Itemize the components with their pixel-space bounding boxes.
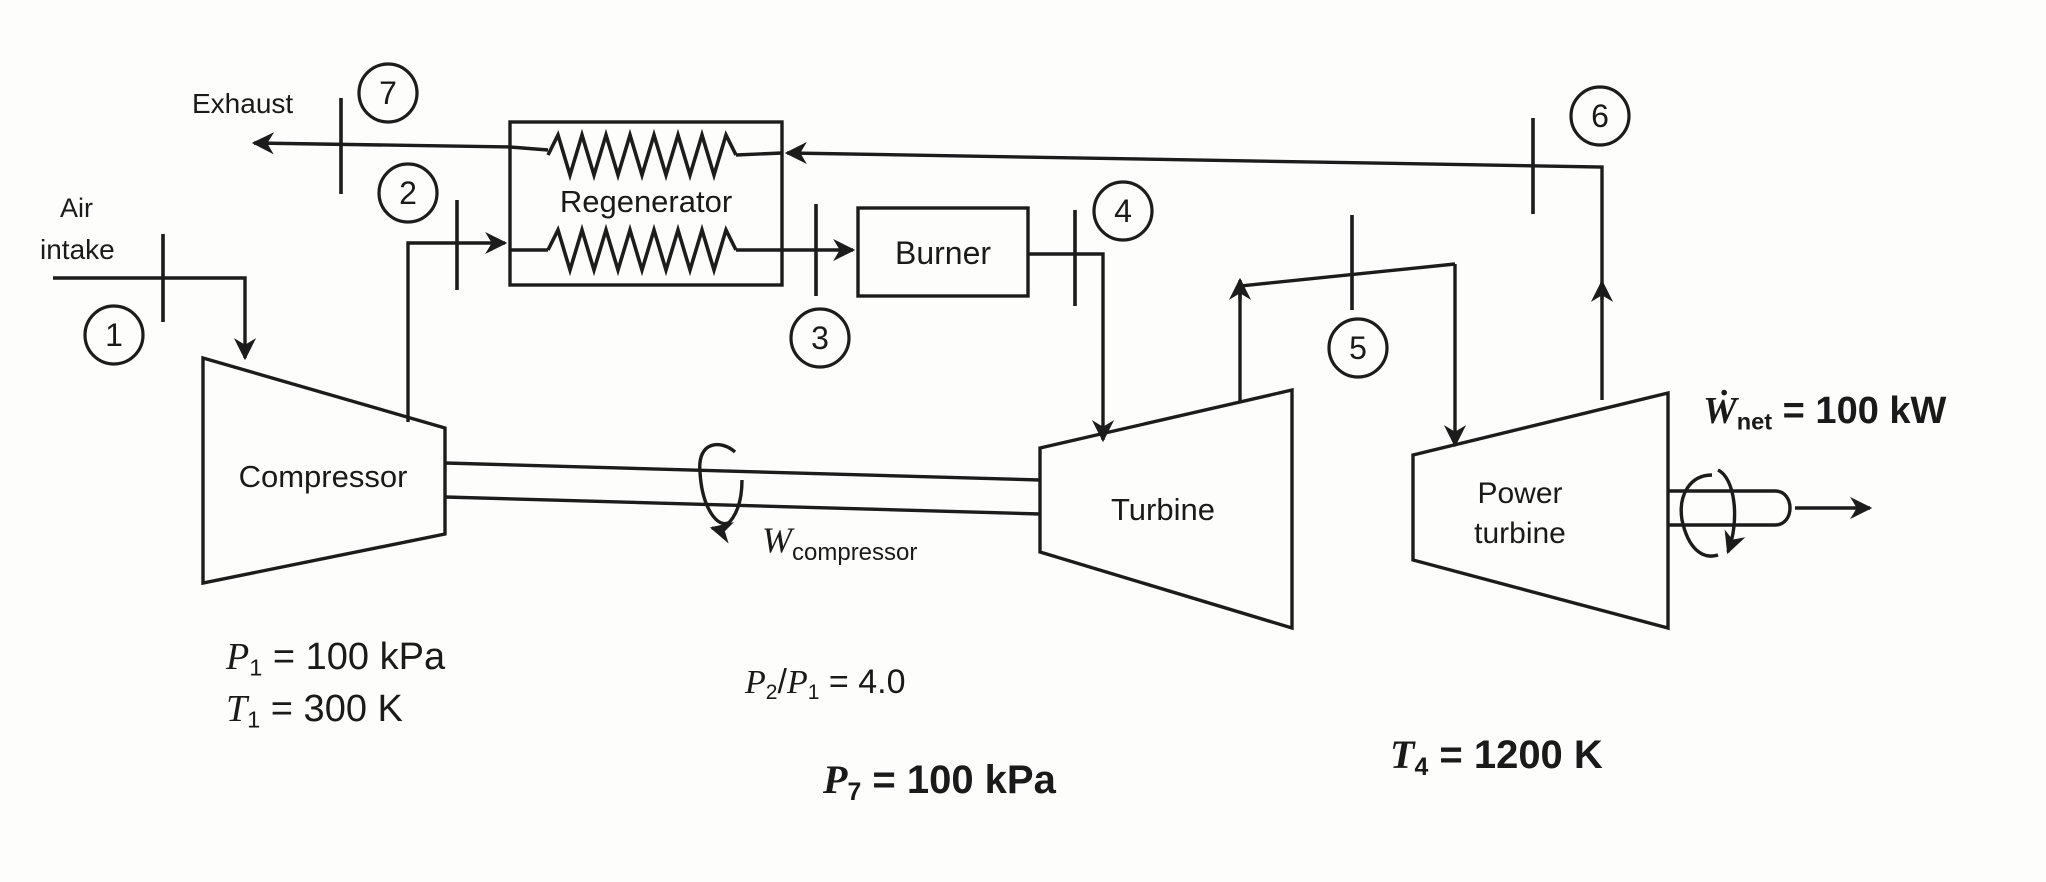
inlet-temperature-condition: T1 = 300 K (226, 688, 403, 733)
exhaust-label: Exhaust (192, 88, 293, 119)
svg-text:7: 7 (379, 75, 397, 111)
compressor-turbine-shaft (444, 461, 1041, 516)
node-7: 7 (357, 62, 419, 124)
burner-box (856, 206, 1030, 298)
node-3: 3 (789, 307, 851, 369)
compressor-work-rotation-arrow (698, 443, 744, 544)
turbine-body (1038, 387, 1294, 631)
regenerator-hot-coil (546, 128, 738, 182)
flow-burner-to-turbine (1028, 252, 1115, 443)
burner-label: Burner (895, 235, 991, 271)
power-turbine-output-shaft (1668, 489, 1792, 527)
node-5: 5 (1327, 317, 1389, 379)
flow-compressor-to-regenerator (406, 231, 508, 422)
compressor-body (201, 355, 447, 586)
svg-text:1: 1 (105, 317, 123, 353)
node-6: 6 (1569, 85, 1631, 147)
compressor-label: Compressor (239, 459, 408, 494)
power-turbine-body (1411, 390, 1670, 631)
inlet-pressure-condition: P1 = 100 kPa (226, 636, 446, 681)
power-turbine-label-line2: turbine (1474, 517, 1566, 550)
regenerator-cold-coil (546, 223, 738, 277)
intake-label: intake (40, 234, 115, 265)
turbine-inlet-temperature-condition: T4 = 1200 K (1390, 732, 1603, 781)
node-1: 1 (83, 304, 145, 366)
exhaust-pressure-condition: P7 = 100 kPa (823, 757, 1056, 806)
svg-text:5: 5 (1349, 330, 1367, 366)
compressor-work-label: Wcompressor (762, 520, 918, 566)
svg-text:6: 6 (1591, 98, 1609, 134)
turbine-label: Turbine (1111, 492, 1215, 527)
svg-text:3: 3 (811, 320, 829, 356)
flow-air-intake (53, 276, 257, 361)
power-turbine-label-line1: Power (1477, 477, 1562, 510)
pressure-ratio-condition: P2/P1 = 4.0 (745, 663, 906, 704)
net-power-output-condition: Ẇnet = 100 kW (1703, 390, 1947, 435)
regenerator-label: Regenerator (560, 184, 732, 219)
svg-text:4: 4 (1114, 193, 1132, 229)
node-2: 2 (377, 162, 439, 224)
svg-text:2: 2 (399, 175, 417, 211)
flow-exhaust (251, 132, 511, 155)
power-turbine-rotation-arrow (1679, 468, 1746, 558)
flow-lines (53, 132, 1614, 448)
node-4: 4 (1092, 180, 1154, 242)
air-label: Air (60, 193, 93, 223)
state-point-markers (161, 98, 1535, 322)
